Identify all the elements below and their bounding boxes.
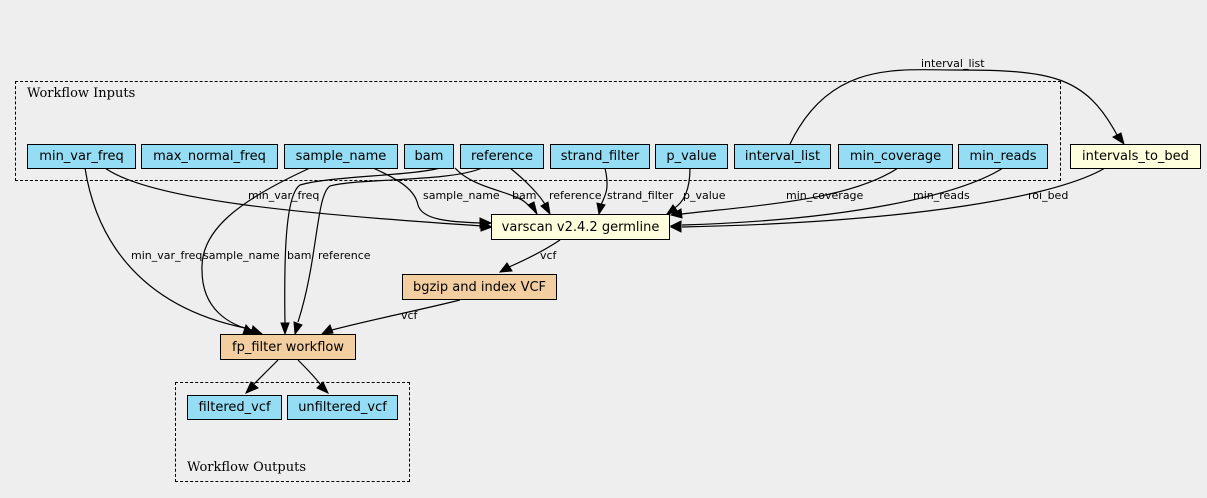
edge-varscan-bgzip bbox=[508, 239, 561, 268]
edge-label-min-var-freq-varscan: min_var_freq bbox=[248, 189, 320, 202]
workflow-inputs-cluster bbox=[15, 81, 1061, 181]
edge-label-min-var-freq-fp: min_var_freq bbox=[131, 249, 203, 262]
input-max-normal-freq[interactable]: max_normal_freq bbox=[141, 144, 278, 169]
edge-label-reference-varscan: reference bbox=[549, 189, 602, 202]
edge-fp-filtered bbox=[253, 359, 279, 385]
edge-min-var-freq-fp bbox=[84, 167, 246, 329]
edge-bam-fp bbox=[284, 167, 441, 325]
output-unfiltered-vcf[interactable]: unfiltered_vcf bbox=[287, 395, 398, 420]
edge-roi-bed-varscan bbox=[681, 167, 1106, 228]
step-intervals-to-bed[interactable]: intervals_to_bed bbox=[1070, 144, 1201, 169]
edge-reference-varscan bbox=[509, 167, 547, 207]
input-min-coverage[interactable]: min_coverage bbox=[838, 144, 953, 169]
edge-interval-list bbox=[789, 69, 1118, 145]
input-bam[interactable]: bam bbox=[404, 144, 454, 169]
arrow-reference-fp bbox=[293, 321, 303, 336]
workflow-outputs-cluster bbox=[175, 382, 410, 482]
input-min-reads[interactable]: min_reads bbox=[958, 144, 1048, 169]
edge-min-var-freq-varscan bbox=[104, 167, 483, 227]
edge-label-vcf-bgzip-fp: vcf bbox=[401, 309, 418, 322]
edge-label-p-value-varscan: p_value bbox=[683, 189, 726, 202]
edge-label-roi-bed: roi_bed bbox=[1028, 189, 1069, 202]
edge-reference-fp bbox=[297, 167, 483, 323]
input-min-var-freq[interactable]: min_var_freq bbox=[27, 144, 136, 169]
workflow-inputs-label: Workflow Inputs bbox=[27, 86, 136, 101]
edge-min-coverage-varscan bbox=[681, 167, 899, 215]
output-filtered-vcf[interactable]: filtered_vcf bbox=[187, 395, 282, 420]
edge-min-reads-varscan bbox=[681, 167, 1004, 226]
arrow-varscan-bgzip bbox=[498, 262, 513, 273]
arrow-bam-fp bbox=[280, 322, 290, 336]
input-p-value[interactable]: p_value bbox=[655, 144, 728, 169]
arrow-p-value-varscan bbox=[665, 204, 679, 215]
edge-label-strand-filter-varscan: strand_filter bbox=[607, 189, 674, 202]
edge-label-bam-fp: bam bbox=[287, 249, 312, 262]
arrow-reference-varscan bbox=[540, 201, 551, 216]
edge-label-sample-name-fp: sample_name bbox=[203, 249, 280, 262]
arrow-strand-filter-varscan bbox=[596, 202, 606, 216]
arrow-roi-bed-varscan bbox=[669, 221, 682, 233]
step-bgzip-index-vcf[interactable]: bgzip and index VCF bbox=[402, 274, 557, 300]
edge-sample-name-varscan bbox=[372, 167, 482, 224]
edge-fp-unfiltered bbox=[297, 359, 321, 385]
arrow-sample-name-varscan bbox=[479, 217, 493, 229]
edge-label-min-coverage-varscan: min_coverage bbox=[786, 189, 864, 202]
input-reference[interactable]: reference bbox=[460, 144, 544, 169]
arrow-bam-varscan bbox=[527, 201, 538, 216]
step-varscan-germline[interactable]: varscan v2.4.2 germline bbox=[491, 214, 670, 240]
arrow-fp-unfiltered bbox=[316, 381, 330, 395]
edge-sample-name-fp bbox=[201, 167, 311, 331]
arrow-min-coverage-varscan bbox=[669, 208, 683, 219]
input-sample-name[interactable]: sample_name bbox=[284, 144, 398, 169]
arrow-interval-list bbox=[1111, 132, 1125, 146]
edge-label-min-reads-varscan: min_reads bbox=[913, 189, 970, 202]
edge-label-bam-varscan: bam bbox=[512, 189, 537, 202]
arrow-bgzip-fp bbox=[320, 324, 334, 335]
edge-strand-filter-varscan bbox=[600, 167, 608, 206]
input-interval-list[interactable]: interval_list bbox=[734, 144, 831, 169]
edge-bgzip-fp bbox=[331, 299, 461, 331]
edge-label-vcf-varscan-bgzip: vcf bbox=[540, 249, 557, 262]
edge-label-sample-name-varscan: sample_name bbox=[423, 189, 500, 202]
workflow-outputs-label: Workflow Outputs bbox=[187, 460, 306, 475]
edge-label-interval-list: interval_list bbox=[921, 57, 985, 70]
edge-label-reference-fp: reference bbox=[318, 249, 371, 262]
step-fp-filter-workflow[interactable]: fp_filter workflow bbox=[220, 334, 356, 360]
arrow-fp-filtered bbox=[245, 381, 259, 394]
input-strand-filter[interactable]: strand_filter bbox=[550, 144, 650, 169]
